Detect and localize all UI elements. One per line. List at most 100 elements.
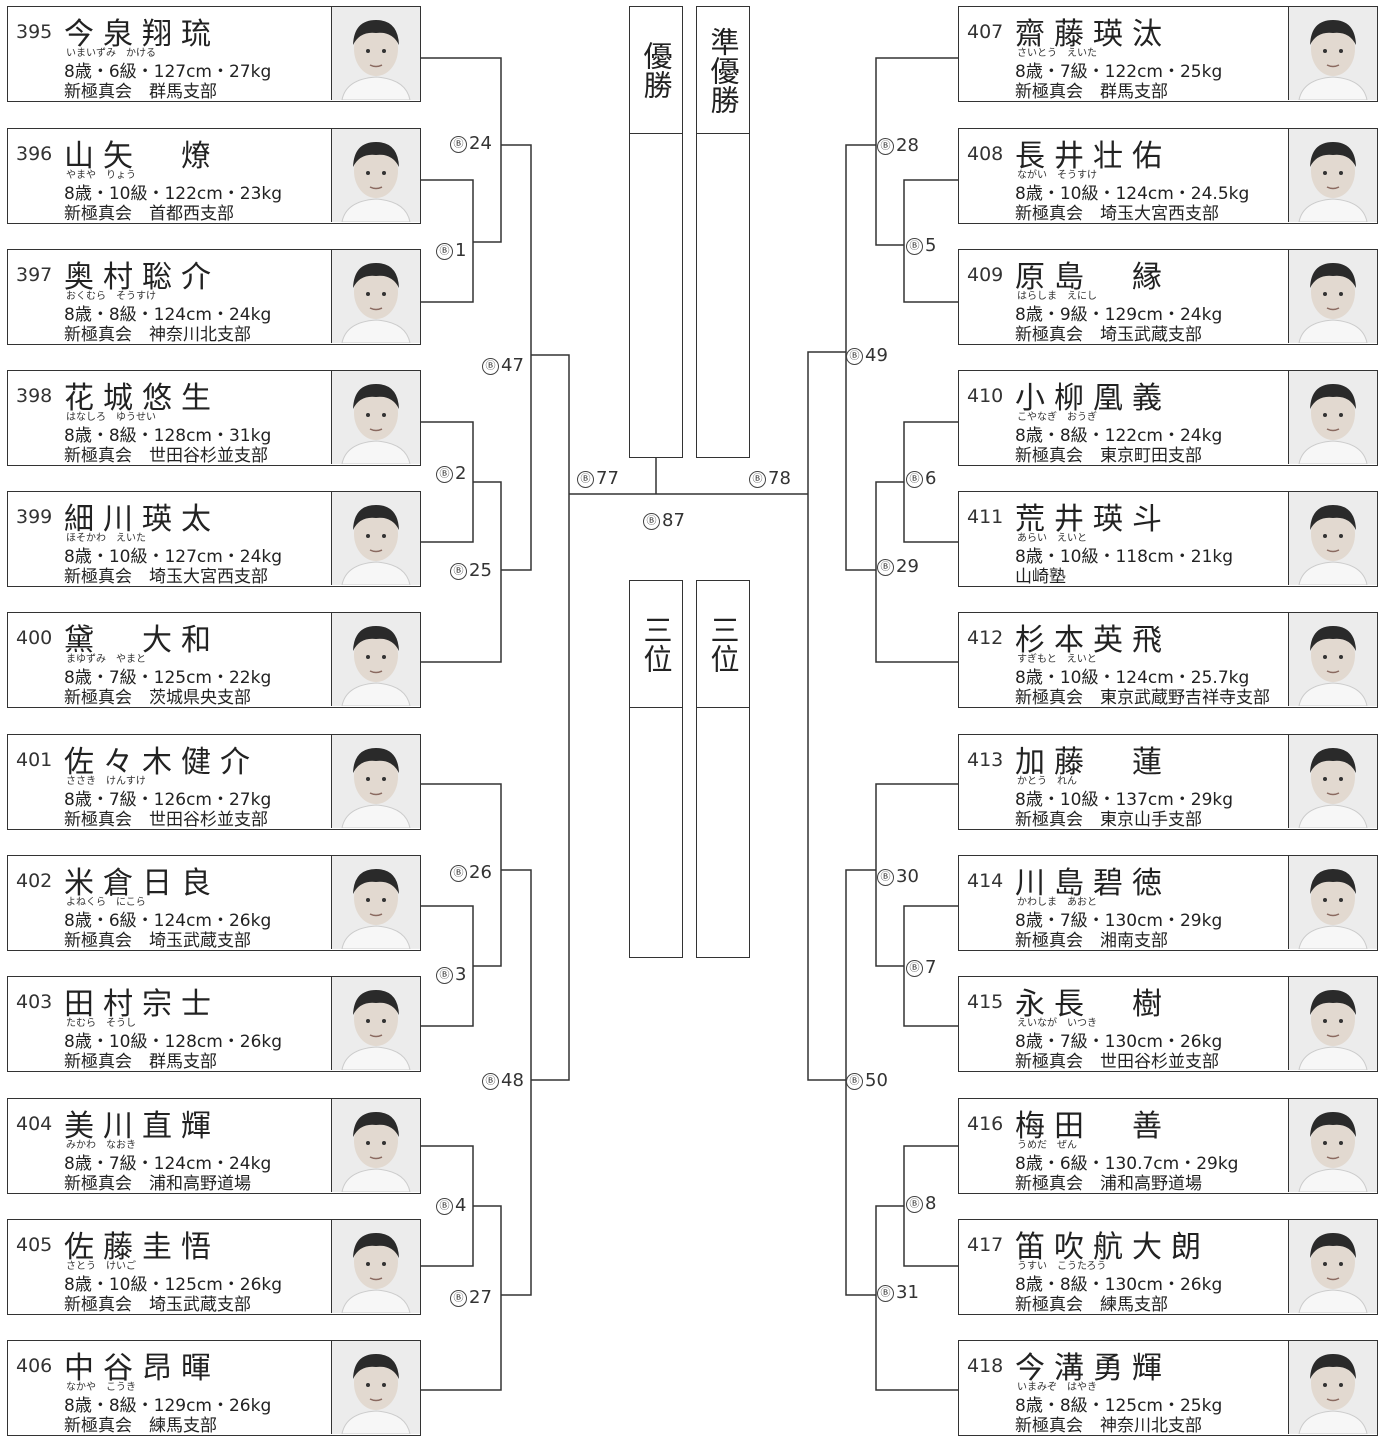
competitor-dojo: 新極真会 練馬支部 [64,1411,217,1436]
portrait-image [1289,1099,1377,1192]
competitor-number: 401 [16,749,52,771]
competitor-card: 408 長井壮佑 ながい そうすけ 8歳・10級・124cm・24.5kg 新極… [958,128,1378,224]
competitor-photo [331,977,420,1070]
competitor-photo [1288,613,1377,706]
match-mark: Ⓑ [450,1290,467,1307]
match-mark: Ⓑ [450,136,467,153]
competitor-number: 415 [967,991,1003,1013]
competitor-photo [331,492,420,585]
competitor-card: 413 加藤 蓮 かとう れん 8歳・10級・137cm・29kg 新極真会 東… [958,734,1378,830]
competitor-photo [1288,492,1377,585]
match-number: 77 [596,468,619,489]
match-number: 29 [896,556,919,577]
runner-up-label: 準優勝 [697,7,749,134]
portrait-image [1289,492,1377,585]
match-mark: Ⓑ [877,559,894,576]
competitor-number: 399 [16,506,52,528]
match-mark: Ⓑ [749,471,766,488]
competitor-photo [1288,250,1377,343]
portrait-image [1289,7,1377,100]
match-number: 30 [896,866,919,887]
competitor-photo [331,371,420,464]
match-label: Ⓑ2 [436,463,466,484]
match-number: 8 [925,1193,936,1214]
competitor-number: 403 [16,991,52,1013]
competitor-dojo: 山崎塾 [1015,562,1066,587]
competitor-card: 405 佐藤圭悟 さとう けいご 8歳・10級・125cm・26kg 新極真会 … [7,1219,421,1315]
competitor-dojo: 新極真会 茨城県央支部 [64,683,251,708]
competitor-card: 415 永長 樹 えいなが いつき 8歳・7級・130cm・26kg 新極真会 … [958,976,1378,1072]
portrait-image [332,492,420,585]
competitor-number: 398 [16,385,52,407]
match-mark: Ⓑ [877,869,894,886]
match-number: 3 [455,964,466,985]
portrait-image [332,129,420,222]
competitor-dojo: 新極真会 群馬支部 [64,77,217,102]
match-number: 27 [469,1287,492,1308]
competitor-number: 417 [967,1234,1003,1256]
competitor-number: 402 [16,870,52,892]
match-mark: Ⓑ [877,138,894,155]
competitor-number: 404 [16,1113,52,1135]
portrait-image [1289,250,1377,343]
competitor-dojo: 新極真会 練馬支部 [1015,1290,1168,1315]
third-place-label: 三位 [630,581,682,708]
competitor-card: 403 田村宗士 たむら そうし 8歳・10級・128cm・26kg 新極真会 … [7,976,421,1072]
match-number: 48 [501,1070,524,1091]
competitor-dojo: 新極真会 埼玉武蔵支部 [64,926,251,951]
competitor-photo [1288,1220,1377,1313]
winner-label: 優勝 [630,7,682,134]
match-label: Ⓑ1 [436,240,466,261]
competitor-photo [1288,1341,1377,1434]
match-mark: Ⓑ [577,471,594,488]
competitor-photo [331,7,420,100]
portrait-image [332,613,420,706]
competitor-card: 398 花城悠生 はなしろ ゆうせい 8歳・8級・128cm・31kg 新極真会… [7,370,421,466]
match-mark: Ⓑ [906,1196,923,1213]
competitor-card: 418 今溝勇輝 いまみぞ はやき 8歳・8級・125cm・25kg 新極真会 … [958,1340,1378,1436]
competitor-dojo: 新極真会 世田谷杉並支部 [1015,1047,1219,1072]
match-mark: Ⓑ [846,1073,863,1090]
competitor-card: 397 奥村聡介 おくむら そうすけ 8歳・8級・124cm・24kg 新極真会… [7,249,421,345]
match-number: 24 [469,133,492,154]
competitor-dojo: 新極真会 湘南支部 [1015,926,1168,951]
portrait-image [1289,735,1377,828]
competitor-dojo: 新極真会 群馬支部 [64,1047,217,1072]
match-label: Ⓑ25 [450,560,492,581]
competitor-card: 417 笛吹航大朗 うすい こうたろう 8歳・8級・130cm・26kg 新極真… [958,1219,1378,1315]
match-mark: Ⓑ [877,1285,894,1302]
match-number: 5 [925,235,936,256]
competitor-card: 416 梅田 善 うめだ ぜん 8歳・6級・130.7cm・29kg 新極真会 … [958,1098,1378,1194]
portrait-image [332,1220,420,1313]
portrait-image [1289,1220,1377,1313]
portrait-image [332,977,420,1070]
competitor-photo [1288,7,1377,100]
match-label: Ⓑ7 [906,957,936,978]
portrait-image [1289,856,1377,949]
competitor-photo [331,1220,420,1313]
match-number: 47 [501,355,524,376]
match-mark: Ⓑ [436,243,453,260]
competitor-card: 395 今泉翔琉 いまいずみ かける 8歳・6級・127cm・27kg 新極真会… [7,6,421,102]
match-mark: Ⓑ [906,471,923,488]
match-label: Ⓑ8 [906,1193,936,1214]
competitor-photo [331,1099,420,1192]
competitor-card: 412 杉本英飛 すぎもと えいと 8歳・10級・124cm・25.7kg 新極… [958,612,1378,708]
match-mark: Ⓑ [846,348,863,365]
competitor-dojo: 新極真会 埼玉大宮西支部 [1015,199,1219,224]
match-label: Ⓑ27 [450,1287,492,1308]
competitor-number: 412 [967,627,1003,649]
match-label: Ⓑ50 [846,1070,888,1091]
competitor-dojo: 新極真会 世田谷杉並支部 [64,805,268,830]
competitor-card: 406 中谷昂暉 なかや こうき 8歳・8級・129cm・26kg 新極真会 練… [7,1340,421,1436]
winner-box: 優勝 [629,6,683,458]
competitor-dojo: 新極真会 埼玉武蔵支部 [64,1290,251,1315]
match-number: 78 [768,468,791,489]
competitor-photo [331,250,420,343]
competitor-photo [331,1341,420,1434]
portrait-image [332,250,420,343]
